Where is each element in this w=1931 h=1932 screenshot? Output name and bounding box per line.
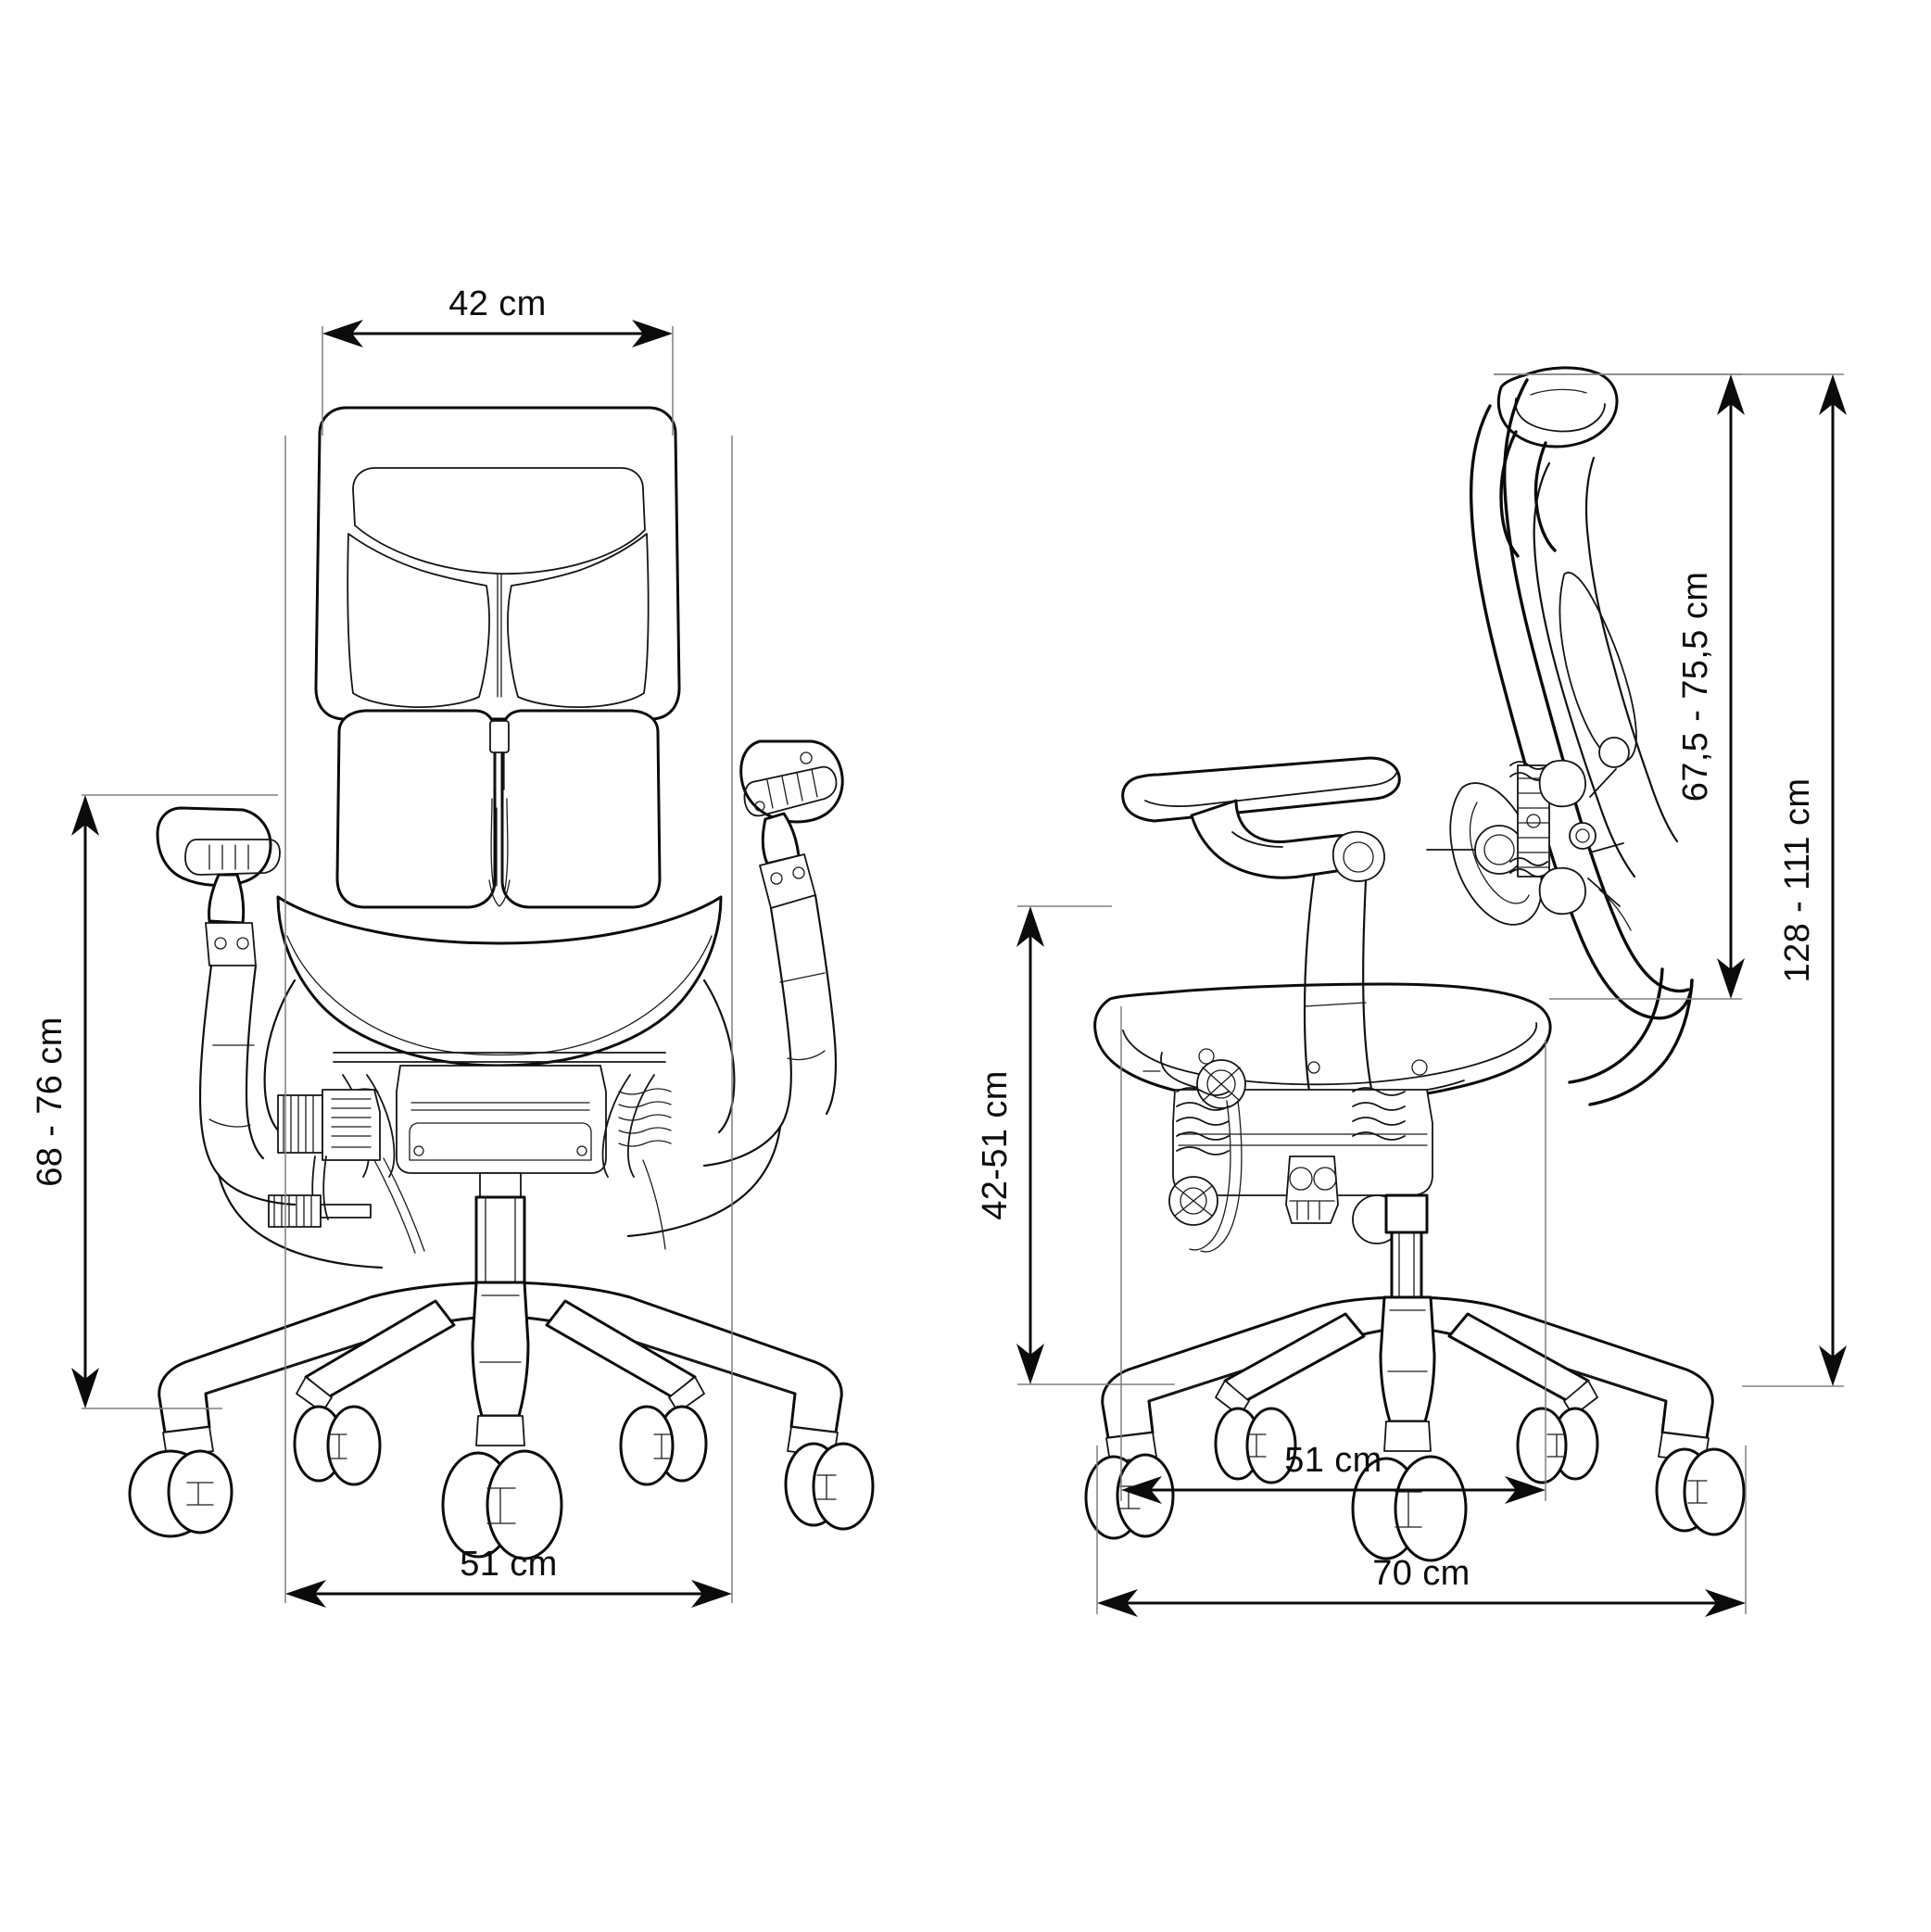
dim-front-seat-height: 68 - 76 cm: [31, 794, 278, 1409]
caster: [784, 1426, 875, 1531]
dim-label-front-base-width: 51 cm: [460, 1545, 557, 1584]
front-view-group: [128, 406, 875, 1560]
dim-label-backrest-width: 42 cm: [448, 284, 546, 323]
caster: [1214, 1380, 1297, 1484]
caster: [128, 1426, 233, 1538]
dim-label-side-base-depth: 70 cm: [1372, 1554, 1470, 1593]
arrow-down: [1819, 1345, 1847, 1386]
arrow-up: [1717, 374, 1745, 415]
front-casters: [128, 1376, 875, 1560]
caster: [1351, 1421, 1468, 1562]
side-tilt-springs: [1509, 737, 1632, 931]
caster: [441, 1415, 563, 1560]
caster: [619, 1376, 708, 1486]
side-gas-lift: [1384, 1193, 1429, 1299]
arrow-down: [71, 1368, 99, 1408]
arrow-left: [1121, 1476, 1162, 1504]
dim-label-front-seat-height: 68 - 76 cm: [31, 1017, 69, 1187]
dim-side-base-depth: 70 cm: [1096, 1446, 1747, 1617]
arrow-left: [285, 1580, 326, 1608]
arrow-up: [1016, 906, 1044, 947]
arrow-right: [1505, 1476, 1546, 1504]
caster: [1516, 1380, 1599, 1484]
arrow-down: [1717, 958, 1745, 999]
caster: [1655, 1432, 1746, 1536]
arrow-left: [1097, 1589, 1138, 1617]
dim-side-backrest-height: 67,5 - 75,5 cm: [1494, 373, 1745, 1000]
front-seat-mechanism: [263, 979, 736, 1254]
dim-label-side-total-height: 128 - 111 cm: [1778, 778, 1817, 983]
arrow-down: [1016, 1344, 1044, 1384]
caster: [293, 1376, 382, 1486]
arrow-right: [1705, 1589, 1746, 1617]
front-gas-lift: [474, 1172, 526, 1284]
dim-side-seat-depth: 51 cm: [1120, 1006, 1546, 1504]
front-armrest-right: [626, 739, 844, 1238]
arrow-right: [691, 1580, 732, 1608]
dim-label-side-seat-height: 42-51 cm: [976, 1070, 1015, 1220]
side-view-group: [1084, 366, 1746, 1562]
arrow-up: [71, 795, 99, 836]
dim-label-side-backrest-height: 67,5 - 75,5 cm: [1676, 572, 1715, 802]
front-armrest-left: [156, 806, 384, 1269]
arrow-up: [1819, 374, 1847, 415]
front-seat-pan: [276, 895, 723, 1067]
dim-front-base-width: 51 cm: [284, 436, 733, 1608]
front-lumbar-pads: [335, 709, 662, 909]
side-casters: [1084, 1380, 1746, 1562]
dim-label-side-seat-depth: 51 cm: [1284, 1441, 1382, 1480]
dim-side-total-height: 128 - 111 cm: [1494, 373, 1847, 1387]
arrow-left: [322, 320, 363, 347]
dim-front-backrest-width: 42 cm: [322, 284, 674, 436]
front-backrest: [314, 406, 681, 721]
dim-side-seat-height: 42-51 cm: [976, 905, 1175, 1385]
arrow-right: [632, 320, 673, 347]
